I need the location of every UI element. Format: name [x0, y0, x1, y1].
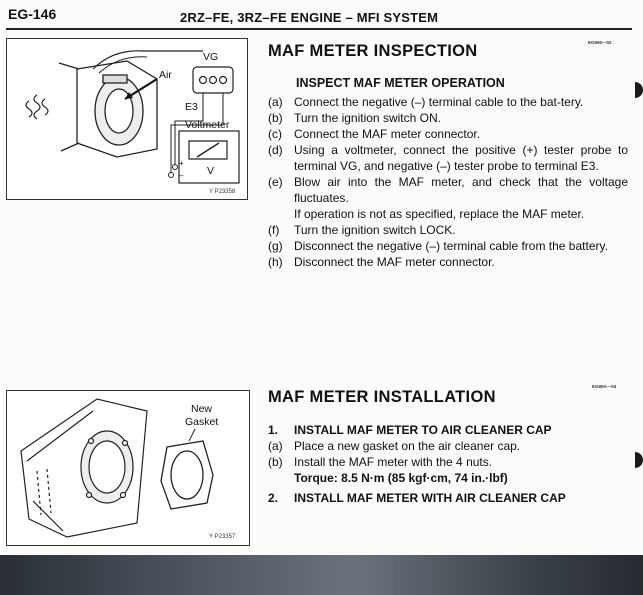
- vg-terminal-label: VG: [203, 51, 219, 63]
- list-item: (e) Blow air into the MAF meter, and chec…: [268, 174, 628, 206]
- section-ref: EG590—02: [588, 40, 612, 45]
- inspection-title: MAF METER INSPECTION: [268, 42, 478, 60]
- binder-hole: [635, 82, 643, 98]
- step-label: (d): [268, 143, 283, 157]
- step-text: Connect the MAF meter connector.: [294, 127, 481, 141]
- step-label: (b): [268, 455, 283, 469]
- voltmeter-minus-label: –: [179, 171, 184, 180]
- list-item: (c) Connect the MAF meter connector.: [268, 126, 628, 142]
- list-item: (b) Install the MAF meter with the 4 nuts…: [268, 454, 628, 470]
- photo-background: [0, 555, 643, 595]
- step-text: Place a new gasket on the air cleaner ca…: [294, 439, 521, 453]
- page-number: EG-146: [8, 6, 57, 22]
- list-item: (d) Using a voltmeter, connect the positi…: [268, 142, 628, 174]
- maf-meter-diagram: [25, 50, 240, 184]
- step-label: (g): [268, 239, 283, 253]
- list-item: (b) Turn the ignition switch ON.: [268, 110, 628, 126]
- step-label: (a): [268, 95, 283, 109]
- list-item: 2. INSTALL MAF METER WITH AIR CLEANER CAP: [268, 490, 628, 506]
- new-label: New: [191, 403, 213, 415]
- step-label: (f): [268, 223, 280, 237]
- e3-terminal-label: E3: [185, 101, 198, 113]
- step-label: (c): [268, 127, 282, 141]
- list-item: (a) Connect the negative (–) terminal cab…: [268, 94, 628, 110]
- installation-steps: 1.INSTALL MAF METER TO AIR CLEANER CAP(a…: [268, 422, 628, 506]
- inspection-subheading: INSPECT MAF METER OPERATION: [296, 76, 505, 90]
- step-label: 2.: [268, 491, 279, 505]
- binder-hole: [635, 452, 643, 468]
- section-ref: EG89A—04: [592, 384, 617, 389]
- voltmeter-v-label: V: [207, 165, 215, 177]
- list-item: (f) Turn the ignition switch LOCK.: [268, 222, 628, 238]
- inspection-steps: (a) Connect the negative (–) terminal cab…: [268, 94, 628, 270]
- voltmeter-label: Voltmeter: [185, 119, 230, 131]
- step-text: Connect the negative (–) terminal cable …: [294, 95, 584, 109]
- step-text: Turn the ignition switch LOCK.: [294, 223, 456, 237]
- step-text: Turn the ignition switch ON.: [294, 111, 441, 125]
- list-item: 1. INSTALL MAF METER TO AIR CLEANER CAP: [268, 422, 628, 438]
- step-note: Torque: 8.5 N·m (85 kgf·cm, 74 in.·lbf): [294, 471, 508, 485]
- step-text: INSTALL MAF METER TO AIR CLEANER CAP: [294, 423, 552, 437]
- step-text: Install the MAF meter with the 4 nuts.: [294, 455, 493, 469]
- gasket-label: Gasket: [185, 416, 219, 428]
- figure-id: Y P23358: [209, 189, 236, 195]
- step-text: Disconnect the negative (–) terminal cab…: [294, 239, 608, 253]
- step-label: (b): [268, 111, 283, 125]
- figure-id: Y P23357: [209, 534, 236, 540]
- voltmeter-plus-label: +: [179, 159, 184, 168]
- list-item: (a) Place a new gasket on the air cleaner…: [268, 438, 628, 454]
- step-label: (h): [268, 255, 283, 269]
- page-header: 2RZ–FE, 3RZ–FE ENGINE – MFI SYSTEM: [180, 10, 439, 25]
- step-text: Blow air into the MAF meter, and check t…: [294, 175, 628, 205]
- step-text: Disconnect the MAF meter connector.: [294, 255, 495, 269]
- header-rule: [6, 28, 632, 30]
- step-text: INSTALL MAF METER WITH AIR CLEANER CAP: [294, 491, 566, 505]
- step-label: (a): [268, 439, 283, 453]
- list-item: (g) Disconnect the negative (–) terminal …: [268, 238, 628, 254]
- maf-installation-figure: New Gasket Y P23357: [6, 390, 250, 546]
- air-label: Air: [159, 69, 172, 81]
- step-note: If operation is not as specified, replac…: [294, 207, 585, 221]
- installation-title: MAF METER INSTALLATION: [268, 388, 496, 406]
- step-label: 1.: [268, 423, 279, 437]
- step-label: (e): [268, 175, 283, 189]
- maf-inspection-figure: VG Air E3 Voltmeter + V – Y P23358: [6, 38, 248, 200]
- air-cleaner-diagram: [20, 398, 214, 538]
- step-text: Using a voltmeter, connect the positive …: [294, 143, 628, 173]
- manual-page: EG-146 2RZ–FE, 3RZ–FE ENGINE – MFI SYSTE…: [6, 6, 632, 546]
- list-item: (h) Disconnect the MAF meter connector.: [268, 254, 628, 270]
